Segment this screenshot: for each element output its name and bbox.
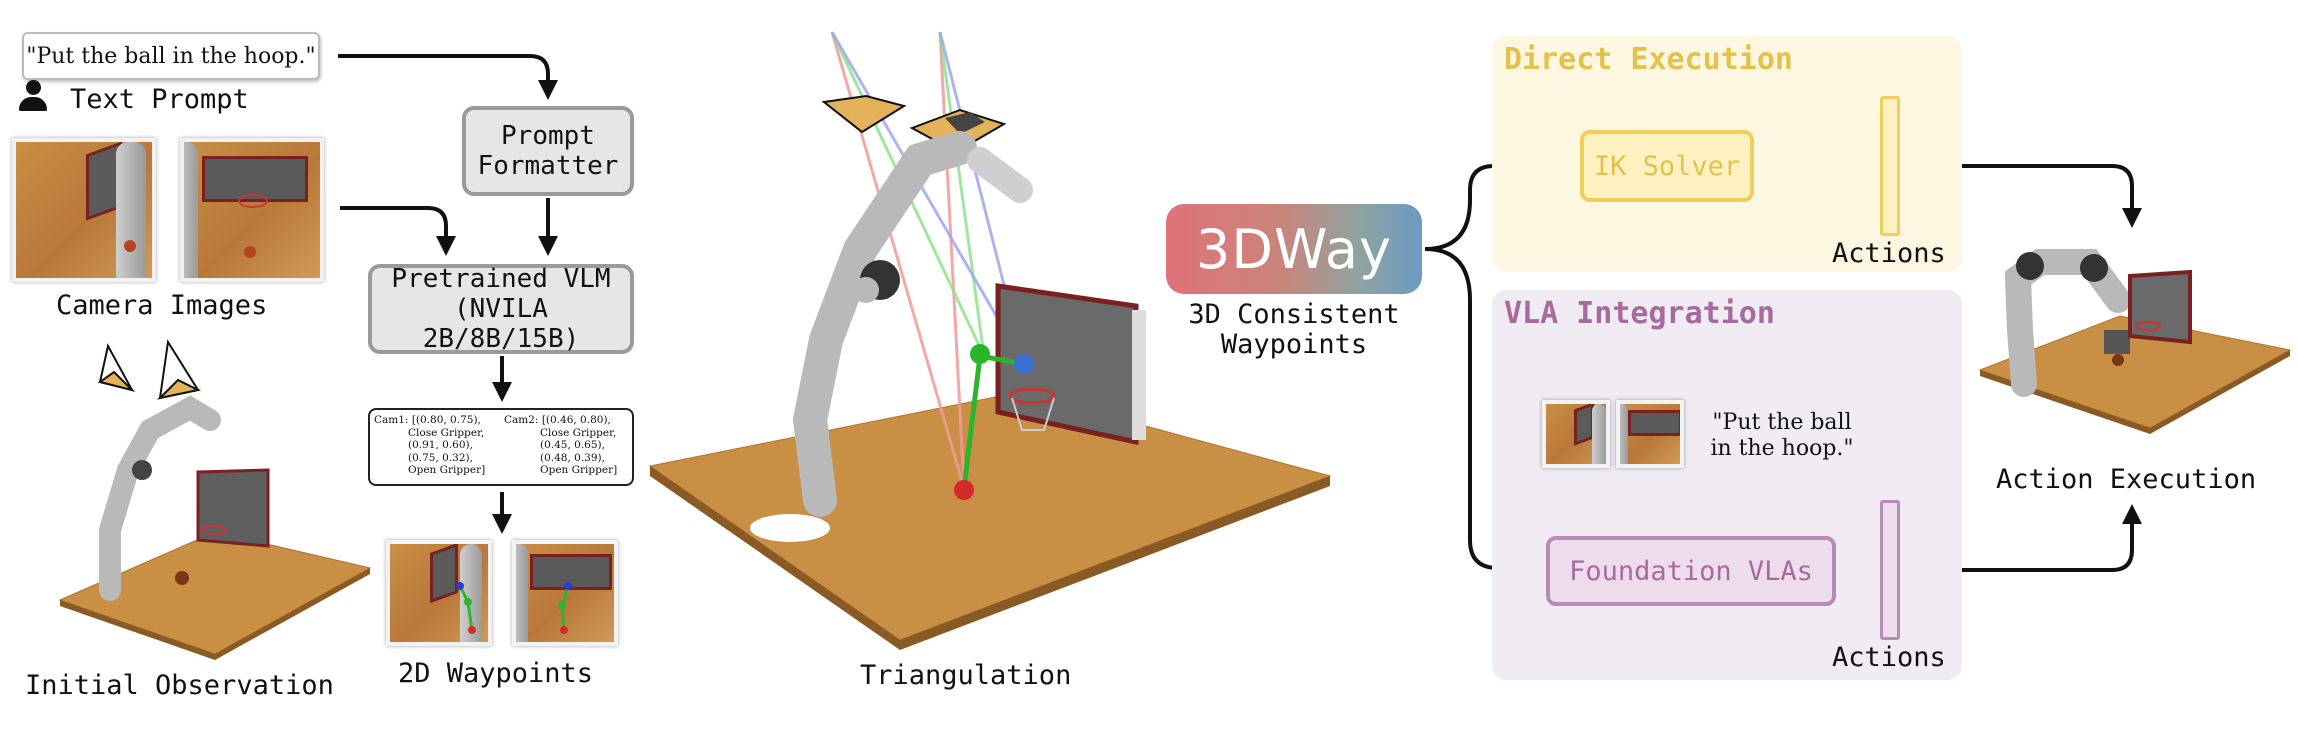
vla-actions-label: Actions (1832, 642, 1946, 673)
cam2-line-3: (0.48, 0.39), (540, 451, 605, 464)
arrow-3dway-to-vla (1424, 247, 1544, 578)
foundation-vlas-box: Foundation VLAs (1546, 536, 1836, 606)
cam1-line-1: Close Gripper, (408, 426, 485, 439)
ik-solver-label: IK Solver (1593, 150, 1741, 182)
cam1-line-2: (0.91, 0.60), (408, 439, 473, 451)
vla-quote-line2: in the hoop." (1710, 436, 1854, 461)
cam2-line-1: Close Gripper, (540, 426, 617, 439)
cam2-label: Cam2: (504, 414, 539, 426)
threedway-logo-text: 3DWay (1196, 217, 1392, 281)
waypoint-image-2 (512, 540, 618, 646)
cam2-coords: Cam2: [(0.46, 0.80), Close Gripper, (0.4… (504, 414, 634, 477)
action-execution-label: Action Execution (1996, 464, 2257, 495)
camera-images-label: Camera Images (56, 290, 268, 321)
waypoint-coords-box: Cam1: [(0.80, 0.75), Close Gripper, (0.9… (368, 408, 634, 486)
triangulation-label: Triangulation (860, 660, 1072, 691)
vla-integration-title: VLA Integration (1504, 296, 1775, 331)
robot-arm-triangulation (792, 131, 1033, 517)
cam2-line-2: (0.45, 0.65), (540, 439, 605, 451)
vlm-line2: (NVILA 2B/8B/15B) (422, 294, 580, 354)
cam2-line-4: Open Gripper] (540, 464, 618, 476)
arrow-direct-to-execution (1912, 164, 2142, 228)
cam1-coords: Cam1: [(0.80, 0.75), Close Gripper, (0.9… (374, 414, 500, 477)
arrow-3dway-to-ik (1424, 156, 1574, 251)
cam1-line-0: [(0.80, 0.75), (411, 414, 481, 426)
robot-arm-execution (2004, 249, 2131, 397)
vla-camera-image-1 (1542, 400, 1610, 468)
prompt-formatter-box: Prompt Formatter (462, 106, 634, 196)
prompt-quote: "Put the ball in the hoop." (26, 43, 316, 69)
camera-plane-1 (821, 94, 907, 134)
waypoint-blue (1014, 354, 1034, 374)
arrow-prompt-to-formatter (338, 54, 558, 100)
vla-quote-line1: "Put the ball (1712, 410, 1852, 435)
threedway-caption-line2: Waypoints (1220, 329, 1368, 360)
cam1-line-4: Open Gripper] (408, 464, 486, 476)
text-prompt-label: Text Prompt (70, 84, 249, 115)
foundation-vlas-label: Foundation VLAs (1569, 555, 1813, 587)
pretrained-vlm-box: Pretrained VLM (NVILA 2B/8B/15B) (368, 264, 634, 354)
hoop-board-initial (196, 468, 270, 548)
user-icon (18, 80, 48, 114)
triangulated-waypoints (954, 344, 1034, 500)
arrow-cameras-to-vlm (340, 206, 456, 256)
camera-image-1 (12, 138, 156, 282)
arrow-vla-to-execution (1912, 504, 2142, 572)
waypoint-image-1 (386, 540, 492, 646)
prompt-formatter-line2: Formatter (477, 151, 619, 181)
camera-frustum-1 (97, 343, 136, 392)
waypoints-2d-label: 2D Waypoints (398, 658, 594, 689)
robot-arm-initial (99, 395, 221, 601)
ik-solver-box: IK Solver (1580, 130, 1754, 202)
threedway-logo: 3DWay (1166, 204, 1422, 294)
direct-actions-bar (1880, 96, 1900, 236)
threedway-caption-line1: 3D Consistent (1188, 299, 1400, 330)
direct-execution-title: Direct Execution (1504, 42, 1793, 77)
waypoint-red (954, 480, 974, 500)
backboard-execution (2128, 269, 2192, 345)
direct-actions-label: Actions (1832, 238, 1946, 269)
cam1-line-3: (0.75, 0.32), (408, 451, 473, 464)
initial-observation-label: Initial Observation (25, 670, 334, 701)
cam1-label: Cam1: (374, 414, 409, 426)
vla-prompt-quote: "Put the ball in the hoop." (1700, 410, 1864, 462)
vla-actions-bar (1880, 500, 1900, 640)
prompt-formatter-line1: Prompt (501, 121, 595, 151)
camera-image-2 (180, 138, 324, 282)
cam2-line-0: [(0.46, 0.80), (541, 414, 611, 426)
threedway-caption: 3D Consistent Waypoints (1184, 300, 1404, 360)
waypoint-green (970, 344, 990, 364)
vla-camera-image-2 (1616, 400, 1684, 468)
backboard (995, 283, 1146, 446)
camera-frustum-2 (156, 339, 202, 400)
prompt-bubble: "Put the ball in the hoop." (22, 32, 320, 80)
vlm-line1: Pretrained VLM (391, 264, 611, 294)
